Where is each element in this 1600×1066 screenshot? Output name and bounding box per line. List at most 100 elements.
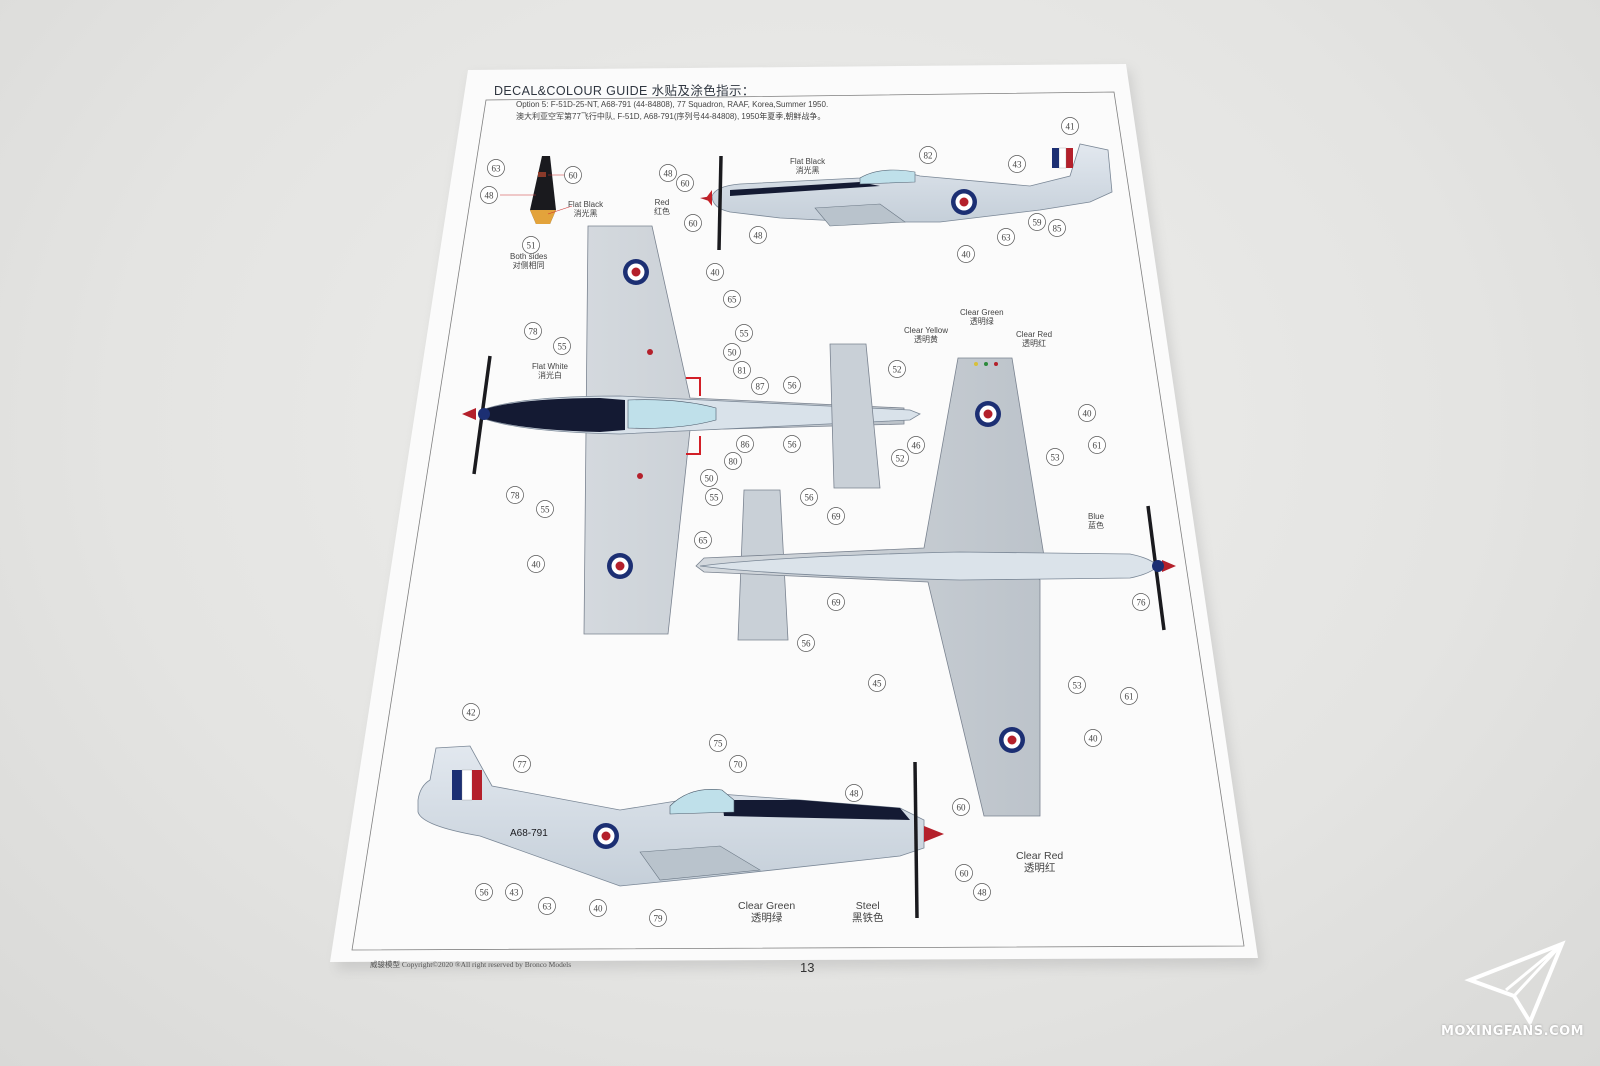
svg-text:43: 43 <box>1013 160 1023 170</box>
callout-80: 80 <box>724 452 742 470</box>
svg-text:48: 48 <box>664 169 674 179</box>
svg-text:86: 86 <box>741 440 751 450</box>
callout-53: 53 <box>1046 448 1064 466</box>
svg-text:69: 69 <box>832 598 842 608</box>
callout-50: 50 <box>700 469 718 487</box>
option-description-zh: 澳大利亚空军第77飞行中队, F-51D, A68-791(序列号44-8480… <box>516 112 826 121</box>
callout-61: 61 <box>1088 436 1106 454</box>
callout-75: 75 <box>709 734 727 752</box>
svg-text:80: 80 <box>729 457 739 467</box>
plan-view-upper <box>462 225 921 635</box>
svg-text:56: 56 <box>802 639 812 649</box>
callout-48: 48 <box>480 186 498 204</box>
svg-text:60: 60 <box>957 803 967 813</box>
svg-text:63: 63 <box>543 902 553 912</box>
svg-text:59: 59 <box>1033 218 1043 228</box>
callout-63: 63 <box>538 897 556 915</box>
callout-41: 41 <box>1061 117 1079 135</box>
svg-text:60: 60 <box>681 179 691 189</box>
svg-text:56: 56 <box>480 888 490 898</box>
callout-56: 56 <box>475 883 493 901</box>
callout-77: 77 <box>513 755 531 773</box>
callout-85: 85 <box>1048 219 1066 237</box>
svg-text:53: 53 <box>1073 681 1083 691</box>
callout-55: 55 <box>735 324 753 342</box>
svg-text:60: 60 <box>960 869 970 879</box>
callout-60: 60 <box>564 166 582 184</box>
callout-69: 69 <box>827 593 845 611</box>
svg-text:56: 56 <box>788 381 798 391</box>
callout-56: 56 <box>783 435 801 453</box>
callout-40: 40 <box>1078 404 1096 422</box>
svg-text:78: 78 <box>529 327 539 337</box>
svg-text:85: 85 <box>1053 224 1063 234</box>
svg-text:50: 50 <box>728 348 738 358</box>
callout-63: 63 <box>487 159 505 177</box>
svg-text:40: 40 <box>532 560 542 570</box>
callout-51: 51 <box>522 236 540 254</box>
svg-text:48: 48 <box>485 191 495 201</box>
serial-bottom: A68-791 <box>510 828 548 839</box>
svg-text:55: 55 <box>740 329 750 339</box>
page-frame <box>351 91 1245 951</box>
callout-82: 82 <box>919 146 937 164</box>
callout-55: 55 <box>705 488 723 506</box>
callout-48: 48 <box>845 784 863 802</box>
callout-52: 52 <box>888 360 906 378</box>
svg-text:69: 69 <box>832 512 842 522</box>
svg-text:50: 50 <box>705 474 715 484</box>
callout-48: 48 <box>749 226 767 244</box>
svg-text:48: 48 <box>754 231 764 241</box>
svg-text:55: 55 <box>541 505 551 515</box>
callout-52: 52 <box>891 449 909 467</box>
watermark-site-name: MOXINGFANS.COM <box>1441 1024 1585 1039</box>
callout-60: 60 <box>955 864 973 882</box>
spinner-detail <box>500 156 574 224</box>
callout-46: 46 <box>907 436 925 454</box>
svg-text:45: 45 <box>873 679 883 689</box>
paper-plane-icon <box>1464 940 1566 1027</box>
callout-76: 76 <box>1132 593 1150 611</box>
callout-48: 48 <box>659 164 677 182</box>
svg-text:82: 82 <box>924 151 933 161</box>
callout-56: 56 <box>800 488 818 506</box>
svg-text:48: 48 <box>978 888 988 898</box>
svg-text:55: 55 <box>710 493 720 503</box>
svg-text:61: 61 <box>1125 692 1134 702</box>
svg-text:63: 63 <box>1002 233 1012 243</box>
callout-60: 60 <box>684 214 702 232</box>
callout-70: 70 <box>729 755 747 773</box>
svg-text:51: 51 <box>527 241 536 251</box>
callout-60: 60 <box>676 174 694 192</box>
svg-text:55: 55 <box>558 342 568 352</box>
option-description-en: Option 5: F-51D-25-NT, A68-791 (44-84808… <box>516 100 829 109</box>
callout-48: 48 <box>973 883 991 901</box>
callout-43: 43 <box>1008 155 1026 173</box>
svg-text:75: 75 <box>714 739 724 749</box>
callout-61: 61 <box>1120 687 1138 705</box>
callout-40: 40 <box>589 899 607 917</box>
callout-50: 50 <box>723 343 741 361</box>
callout-layer: 63 60 48 51 48 60 60 48 82 41 43 40 63 59 85 40 65 78 55 55… <box>462 117 1150 927</box>
svg-text:78: 78 <box>511 491 521 501</box>
callout-86: 86 <box>736 435 754 453</box>
svg-text:65: 65 <box>728 295 738 305</box>
callout-43: 43 <box>505 883 523 901</box>
callout-87: 87 <box>751 377 769 395</box>
callout-65: 65 <box>723 290 741 308</box>
side-profile-top <box>700 143 1113 251</box>
callout-55: 55 <box>553 337 571 355</box>
svg-text:40: 40 <box>962 250 972 260</box>
svg-text:61: 61 <box>1093 441 1102 451</box>
callout-56: 56 <box>797 634 815 652</box>
callout-78: 78 <box>506 486 524 504</box>
svg-text:76: 76 <box>1137 598 1147 608</box>
svg-text:40: 40 <box>711 268 721 278</box>
